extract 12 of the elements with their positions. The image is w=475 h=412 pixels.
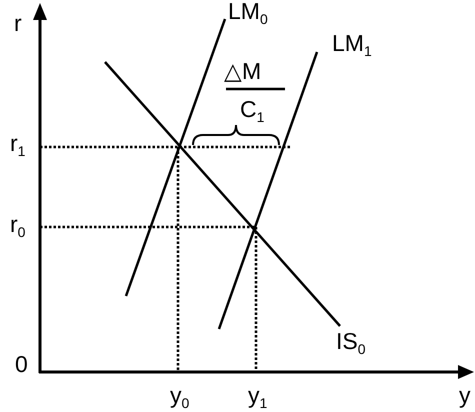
fraction-numerator: △M <box>224 60 262 83</box>
origin-label: 0 <box>15 353 28 376</box>
axis-tick-label: y$_{1}$ <box>248 384 268 407</box>
axis-tick-label: y$_{0}$ <box>170 384 190 407</box>
curve-label: LM$_{1}$ <box>332 32 372 55</box>
axis-label: y <box>459 384 470 407</box>
axis-tick-label: r$_{1}$ <box>10 132 26 155</box>
fraction-denominator: C$_{1}$ <box>240 98 264 121</box>
curve-label: IS$_{0}$ <box>336 330 366 353</box>
curve-label: LM$_{0}$ <box>228 0 268 23</box>
axis-label: r <box>14 12 22 35</box>
axis-tick-label: r$_{0}$ <box>10 213 26 236</box>
